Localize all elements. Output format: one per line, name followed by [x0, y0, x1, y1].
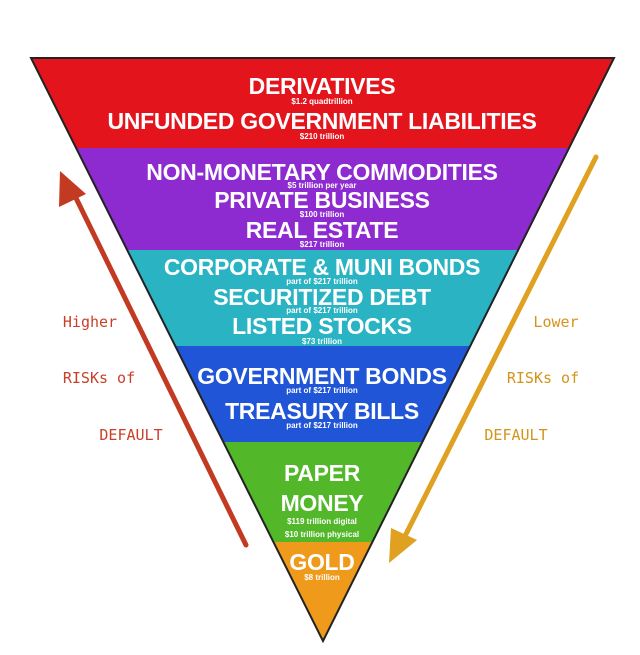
label-gold: GOLD	[289, 549, 354, 575]
left-note-risks-of: RISKs of	[63, 369, 135, 387]
left-arrow-higher-risk	[59, 171, 249, 548]
value-unfunded-liabilities: $210 trillion	[300, 132, 345, 141]
label-non-monetary-commodities: NON-MONETARY COMMODITIES	[146, 159, 497, 185]
value-real-estate: $217 trillion	[300, 240, 345, 249]
left-note-default: DEFAULT	[99, 426, 162, 444]
band-commodities-business-realestate	[31, 148, 614, 250]
label-securitized-debt: SECURITIZED DEBT	[213, 284, 431, 310]
label-paper: PAPER	[284, 460, 361, 486]
label-corporate-muni-bonds: CORPORATE & MUNI BONDS	[164, 254, 480, 280]
value-gold: $8 trillion	[304, 573, 340, 582]
label-treasury-bills: TREASURY BILLS	[225, 398, 419, 424]
pyramid-outline	[29, 57, 616, 644]
left-note-higher: Higher	[63, 313, 117, 331]
right-note-default: DEFAULT	[484, 426, 547, 444]
value-physical-money: $10 trillion physical	[285, 530, 359, 539]
label-listed-stocks: LISTED STOCKS	[232, 313, 412, 339]
right-note-lower: Lower	[533, 313, 578, 331]
value-private-business: $100 trillion	[300, 210, 345, 219]
value-government-bonds: part of $217 trillion	[286, 386, 358, 395]
label-private-business: PRIVATE BUSINESS	[214, 187, 429, 213]
band-derivatives-liabilities	[31, 58, 614, 148]
value-corporate-muni-bonds: part of $217 trillion	[286, 277, 358, 286]
value-digital-money: $119 trillion digital	[287, 517, 357, 526]
label-unfunded-liabilities: UNFUNDED GOVERNMENT LIABILITIES	[108, 108, 537, 134]
value-listed-stocks: $73 trillion	[302, 337, 342, 346]
value-securitized-debt: part of $217 trillion	[286, 306, 358, 315]
value-treasury-bills: part of $217 trillion	[286, 421, 358, 430]
label-derivatives: DERIVATIVES	[249, 73, 396, 99]
label-real-estate: REAL ESTATE	[246, 217, 399, 243]
right-note-risks-of: RISKs of	[507, 369, 579, 387]
label-money: MONEY	[281, 490, 364, 516]
right-arrow-lower-risk	[389, 154, 599, 563]
label-government-bonds: GOVERNMENT BONDS	[197, 363, 447, 389]
value-derivatives: $1.2 quadtrillion	[291, 97, 352, 106]
value-non-monetary-commodities: $5 trillion per year	[288, 181, 357, 190]
